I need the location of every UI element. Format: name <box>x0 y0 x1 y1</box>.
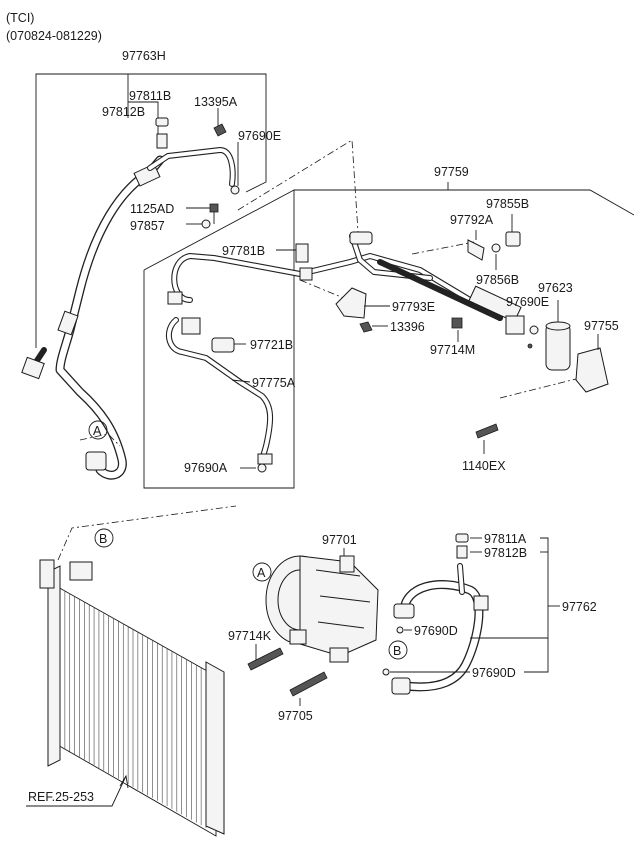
label-1125ad: 1125AD <box>130 202 174 216</box>
callout-b-top-letter: B <box>99 532 107 546</box>
callout-a-low <box>252 562 272 582</box>
bolt-1125ad <box>209 203 219 213</box>
label-97623: 97623 <box>538 281 573 295</box>
label-97755: 97755 <box>584 319 619 333</box>
label-97775a: 97775A <box>252 376 296 390</box>
label-97705: 97705 <box>278 709 313 723</box>
callout-b-low-letter: B <box>393 644 401 658</box>
desiccant-97623 <box>545 323 571 371</box>
bolt-97714m <box>451 317 463 329</box>
label-97690d-a: 97690D <box>414 624 458 638</box>
variant-label: (TCI) <box>6 11 34 25</box>
compressor-97701 <box>265 555 379 663</box>
pipe-97775a <box>165 231 503 465</box>
label-97690e-mid: 97690E <box>506 295 549 309</box>
bolt-97705 <box>289 671 328 697</box>
label-97759: 97759 <box>434 165 469 179</box>
dashed-ref-top <box>237 139 359 233</box>
label-97811b: 97811B <box>129 89 171 103</box>
receiver-drier-rail <box>377 231 539 349</box>
box-97759-outline <box>143 189 634 489</box>
cap-97855b <box>505 231 521 247</box>
oring-97690e-mid <box>529 325 539 335</box>
oring-97690d-a <box>396 626 404 634</box>
nut-13396 <box>359 321 373 333</box>
label-97721b: 97721B <box>250 338 293 352</box>
callout-a-top-letter: A <box>93 424 102 438</box>
label-97690a: 97690A <box>184 461 228 475</box>
date-range-label: (070824-081229) <box>6 29 102 43</box>
label-97812b: 97812B <box>102 105 145 119</box>
label-97714k: 97714K <box>228 629 272 643</box>
label-97792a: 97792A <box>450 213 494 227</box>
condenser <box>39 559 225 837</box>
label-97857: 97857 <box>130 219 165 233</box>
callout-a-top <box>88 420 108 440</box>
valve-97812b-low <box>456 545 468 559</box>
label-97855b: 97855B <box>486 197 529 211</box>
label-97714m: 97714M <box>430 343 475 357</box>
label-13396: 13396 <box>390 320 425 334</box>
cap-97856b <box>491 243 501 253</box>
hose-97763h-group <box>21 73 267 480</box>
callout-b-low <box>388 640 408 660</box>
cap-97811a <box>455 533 469 543</box>
label-97690e-top: 97690E <box>238 129 281 143</box>
hose-97762 <box>382 533 489 695</box>
valve-97721b <box>211 337 235 353</box>
bolt-97857 <box>201 219 211 229</box>
bracket-97781b <box>295 243 309 263</box>
label-97856b: 97856B <box>476 273 519 287</box>
bracket-97793e <box>335 287 367 319</box>
label-97690d-b: 97690D <box>472 666 516 680</box>
cap-97755 <box>575 347 609 393</box>
oring-97690e-top <box>230 185 240 195</box>
label-97811a: 97811A <box>484 532 527 546</box>
label-97701: 97701 <box>322 533 357 547</box>
cap-97811b <box>155 117 169 127</box>
bolt-1140ex <box>475 423 499 439</box>
label-13395a: 13395A <box>194 95 238 109</box>
nut-13395a <box>213 123 227 137</box>
label-97793e: 97793E <box>392 300 435 314</box>
oring-97690d-b <box>382 668 390 676</box>
bracket-97792a <box>467 239 485 261</box>
ref-label: REF.25-253 <box>28 790 94 804</box>
label-1140ex: 1140EX <box>462 459 506 473</box>
bolt-97714k <box>247 647 284 671</box>
oring-97690a <box>257 463 267 473</box>
label-97763h: 97763H <box>122 49 166 63</box>
callout-b-top <box>94 528 114 548</box>
valve-97812b <box>156 133 168 149</box>
callout-a-low-letter: A <box>257 566 266 580</box>
label-97812b-low: 97812B <box>484 546 527 560</box>
label-97762: 97762 <box>562 600 597 614</box>
label-97781b: 97781B <box>222 244 265 258</box>
